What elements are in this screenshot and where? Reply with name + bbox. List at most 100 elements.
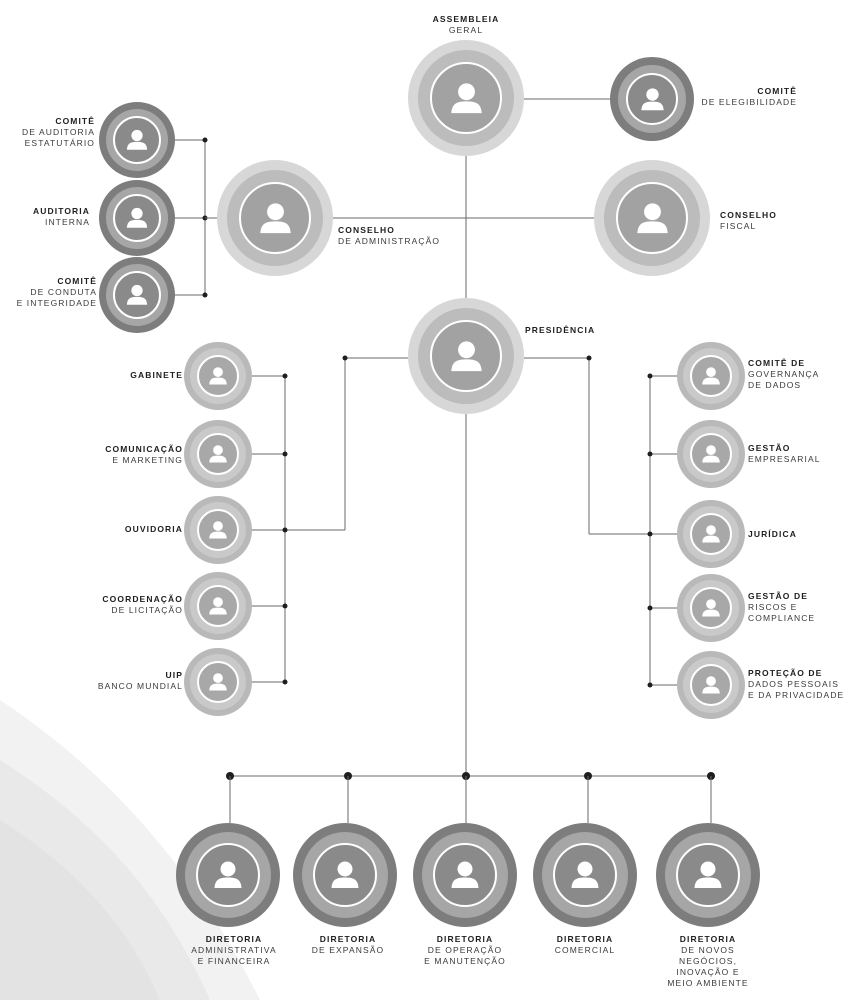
person-icon (209, 445, 227, 463)
person-icon (209, 367, 227, 385)
connector-dot (647, 682, 653, 688)
person-icon (702, 525, 720, 543)
person-icon (571, 861, 599, 888)
node-title: DIRETORIA (556, 934, 614, 944)
node-assembleia-geral (408, 40, 524, 156)
person-icon (702, 599, 720, 617)
node-title: DIRETORIA (205, 934, 263, 944)
node-title: DIRETORIA (679, 934, 737, 944)
node-subtitle: EMPRESARIAL (748, 454, 821, 464)
node-governanca-dados (677, 342, 745, 410)
node-comite-auditoria (99, 102, 175, 178)
node-dir-adm-fin (176, 823, 280, 927)
node-gestao-empresarial (677, 420, 745, 488)
person-icon (209, 673, 227, 691)
person-icon (126, 129, 148, 150)
person-icon (450, 340, 482, 371)
node-auditoria-interna (99, 180, 175, 256)
node-subtitle: DE DADOS (748, 380, 802, 390)
person-icon (259, 202, 291, 233)
node-subtitle: E MARKETING (112, 455, 183, 465)
node-ouvidoria (184, 496, 252, 564)
node-subtitle: ESTATUTÁRIO (24, 138, 95, 148)
node-subtitle: COMPLIANCE (748, 613, 816, 623)
connector-dot (647, 605, 653, 611)
connector-dot (282, 373, 288, 379)
node-subtitle: DE NOVOS (681, 945, 735, 955)
connector-dot (282, 603, 288, 609)
node-presidencia (408, 298, 524, 414)
node-riscos-compliance (677, 574, 745, 642)
node-subtitle: RISCOS E (748, 602, 798, 612)
node-title: UIP (165, 670, 183, 680)
node-subtitle: GERAL (448, 25, 484, 35)
node-title: PROTEÇÃO DE (748, 668, 823, 678)
node-comite-conduta (99, 257, 175, 333)
node-title: JURÍDICA (748, 529, 797, 539)
node-title: OUVIDORIA (124, 524, 183, 534)
node-licitacao (184, 572, 252, 640)
node-comunicacao (184, 420, 252, 488)
person-icon (694, 861, 722, 888)
node-protecao-dados (677, 651, 745, 719)
node-title: COMUNICAÇÃO (105, 444, 183, 454)
node-title: DIRETORIA (436, 934, 494, 944)
node-comite-elegibilidade (610, 57, 694, 141)
node-title: AUDITORIA (33, 206, 90, 216)
connector-dot (282, 451, 288, 457)
node-title: COORDENAÇÃO (102, 594, 183, 604)
person-icon (126, 284, 148, 305)
node-title: ASSEMBLEIA (432, 14, 500, 24)
node-conselho-administracao (217, 160, 333, 276)
connector-dot (282, 679, 288, 685)
node-subtitle: MEIO AMBIENTE (667, 978, 749, 988)
node-title: COMITÊ (55, 116, 95, 126)
connector-dot (282, 527, 288, 533)
node-dir-operacao (413, 823, 517, 927)
node-title: CONSELHO (338, 225, 395, 235)
node-subtitle: NEGÓCIOS, (678, 956, 738, 966)
person-icon (702, 676, 720, 694)
node-subtitle: INTERNA (44, 217, 90, 227)
person-icon (451, 861, 479, 888)
person-icon (636, 202, 668, 233)
connector-dot (202, 292, 208, 298)
node-subtitle: BANCO MUNDIAL (97, 681, 183, 691)
node-subtitle: DE CONDUTA (30, 287, 97, 297)
node-title: GESTÃO DE (748, 591, 808, 601)
connector-dot (202, 137, 208, 143)
node-subtitle: INOVAÇÃO E (676, 967, 740, 977)
node-subtitle: GOVERNANÇA (748, 369, 820, 379)
node-subtitle: DE EXPANSÃO (311, 945, 385, 955)
node-title: CONSELHO (720, 210, 777, 220)
node-subtitle: COMERCIAL (554, 945, 616, 955)
node-title: COMITÊ (57, 276, 97, 286)
node-core (616, 182, 688, 254)
person-icon (640, 87, 664, 110)
node-subtitle: E DA PRIVACIDADE (748, 690, 845, 700)
node-subtitle: E MANUTENÇÃO (424, 956, 506, 966)
connector-dot (647, 531, 653, 537)
node-title: DIRETORIA (319, 934, 377, 944)
person-icon (702, 367, 720, 385)
node-dir-expansao (293, 823, 397, 927)
node-subtitle: DE ELEGIBILIDADE (701, 97, 797, 107)
node-subtitle: DE AUDITORIA (21, 127, 95, 137)
